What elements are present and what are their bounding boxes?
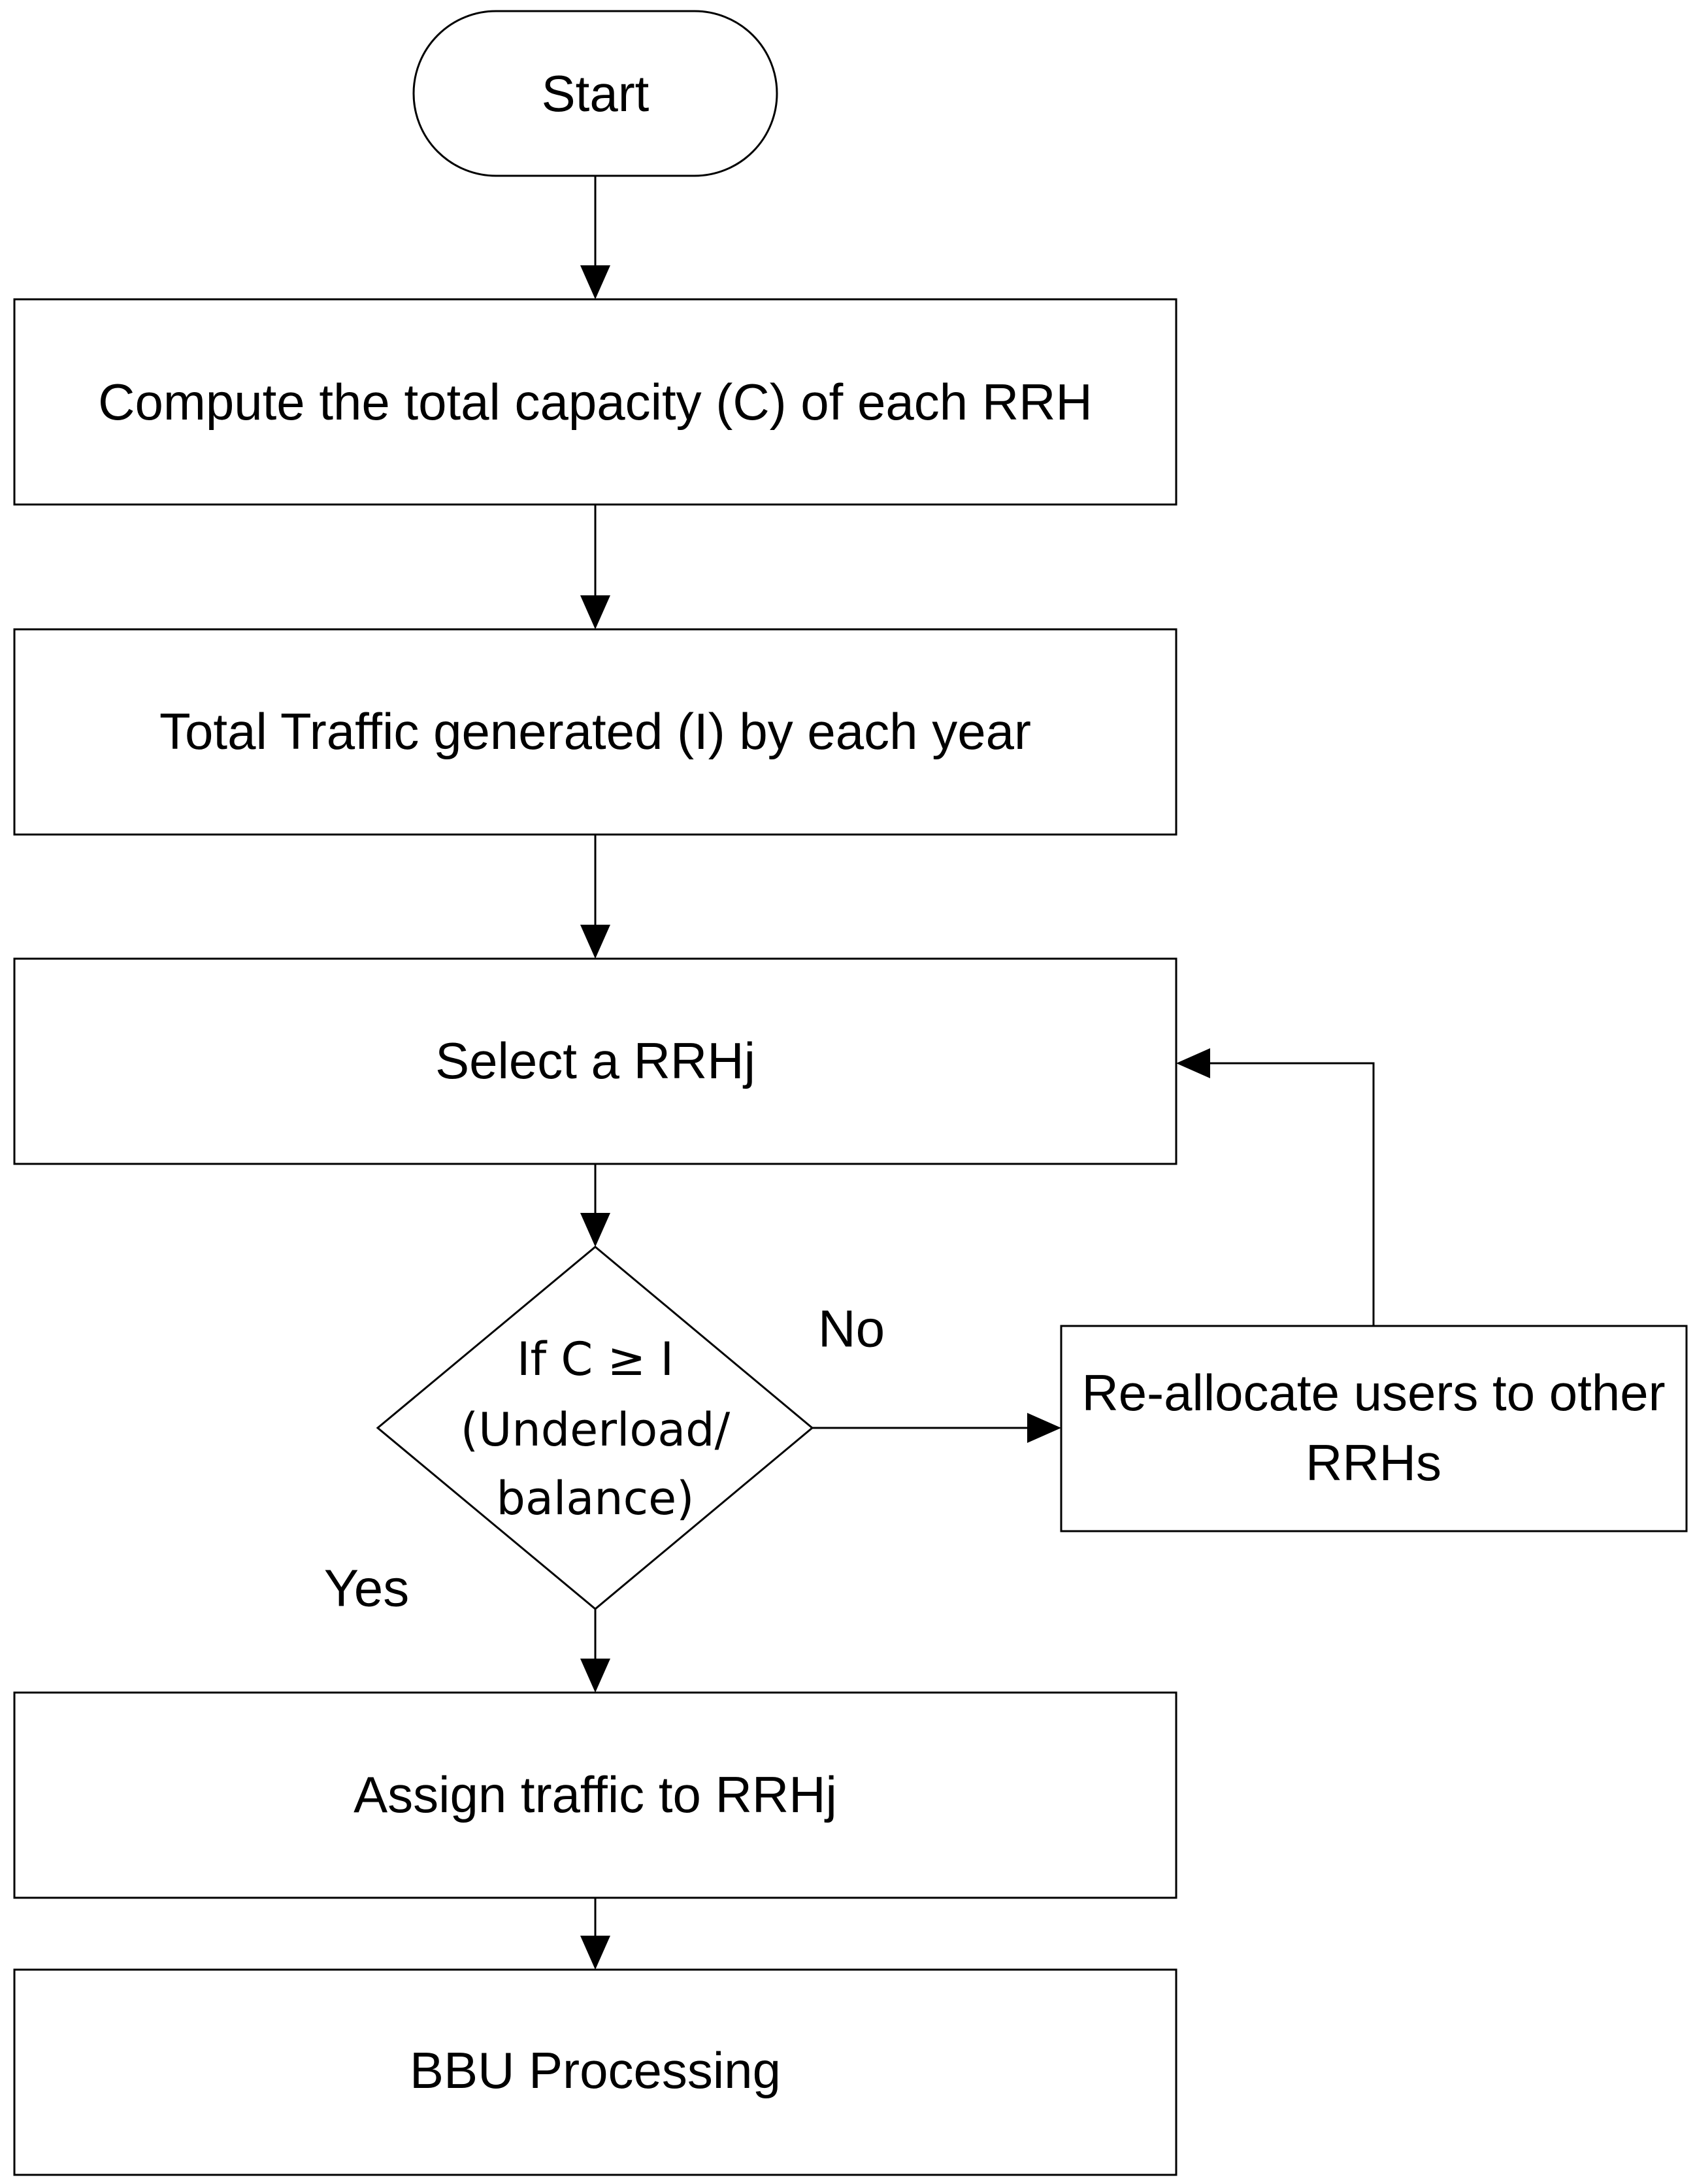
reallocate-line-1: Re-allocate users to other: [1081, 1364, 1665, 1421]
select-rrh-label: Select a RRHj: [435, 1032, 755, 1089]
reallocate-box: Re-allocate users to other RRHs: [1060, 1325, 1688, 1532]
decision-node: If C ≥ I (Underload/ balance): [376, 1246, 814, 1610]
compute-capacity-box: Compute the total capacity (C) of each R…: [13, 298, 1177, 506]
total-traffic-label: Total Traffic generated (I) by each year: [159, 703, 1031, 760]
decision-line-2: (Underload/: [461, 1403, 731, 1457]
connector-compute-to-traffic: [580, 505, 610, 629]
compute-capacity-label: Compute the total capacity (C) of each R…: [98, 373, 1093, 431]
connector-no-branch: [812, 1413, 1061, 1443]
decision-line-3: balance): [497, 1472, 695, 1525]
bbu-processing-box: BBU Processing: [13, 1968, 1177, 2176]
connector-assign-to-bbu: [580, 1898, 610, 1970]
connector-select-to-decision: [580, 1164, 610, 1247]
connector-yes-branch: [580, 1609, 610, 1693]
assign-traffic-label: Assign traffic to RRHj: [354, 1766, 837, 1823]
total-traffic-box: Total Traffic generated (I) by each year: [13, 628, 1177, 836]
connector-loop-back: [1176, 1048, 1375, 1326]
branch-yes-label: Yes: [324, 1559, 410, 1617]
bbu-processing-label: BBU Processing: [410, 2042, 781, 2099]
assign-traffic-box: Assign traffic to RRHj: [13, 1691, 1177, 1899]
decision-line-1: If C ≥ I: [517, 1332, 674, 1386]
start-label: Start: [542, 65, 650, 122]
start-node: Start: [412, 10, 778, 177]
reallocate-line-2: RRHs: [1306, 1434, 1441, 1491]
connector-traffic-to-select: [580, 835, 610, 959]
select-rrh-box: Select a RRHj: [13, 957, 1177, 1165]
branch-no-label: No: [818, 1300, 885, 1358]
connector-start-to-compute: [580, 176, 610, 299]
